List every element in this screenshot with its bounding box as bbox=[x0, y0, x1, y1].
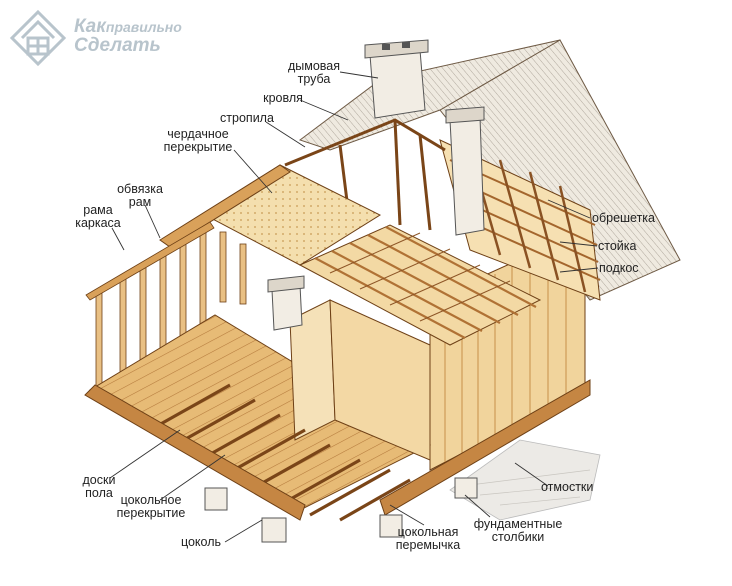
logo-text: Какправильно Сделать bbox=[74, 16, 182, 56]
interior-wall-right bbox=[329, 299, 431, 461]
floor-chimney bbox=[267, 275, 305, 331]
label-attic-floor-line2: перекрытие bbox=[163, 140, 233, 154]
chimney-main bbox=[364, 39, 429, 119]
label-floor-boards: доски пола bbox=[76, 474, 122, 500]
label-blind-area-line1: отмостки bbox=[541, 480, 594, 494]
label-roofing-line1: кровля bbox=[263, 91, 303, 105]
plinth-lintel bbox=[379, 379, 591, 516]
label-frame-binding-line1: обвязка bbox=[117, 182, 163, 196]
label-chimney-line2: труба bbox=[297, 72, 331, 86]
label-floor-boards-line2: пола bbox=[85, 486, 113, 500]
label-plinth-floor-line1: цокольное bbox=[120, 493, 182, 507]
label-frame-binding: обвязка рам bbox=[112, 183, 168, 209]
label-frame: рама каркаса bbox=[70, 204, 126, 230]
label-attic-floor: чердачное перекрытие bbox=[160, 128, 236, 154]
label-plinth-floor: цокольное перекрытие bbox=[112, 494, 190, 520]
chimney-second bbox=[445, 106, 485, 236]
label-plinth-lintel: цокольная перемычка bbox=[392, 526, 464, 552]
label-frame-line1: рама bbox=[83, 203, 113, 217]
label-chimney-line1: дымовая bbox=[287, 59, 341, 73]
foundation-pillars bbox=[204, 477, 478, 543]
logo-word-pravilno: правильно bbox=[105, 19, 182, 35]
label-rafters: стропила bbox=[218, 112, 276, 125]
label-post-line1: стойка bbox=[598, 239, 637, 253]
label-attic-floor-line1: чердачное bbox=[167, 127, 229, 141]
label-frame-line2: каркаса bbox=[75, 216, 121, 230]
ground-blind-area bbox=[449, 439, 601, 521]
label-lathing-line1: обрешетка bbox=[592, 211, 656, 225]
label-plinth-lintel-line1: цокольная bbox=[397, 525, 459, 539]
house-logo-icon bbox=[9, 9, 67, 67]
label-plinth-floor-line2: перекрытие bbox=[116, 506, 186, 520]
label-chimney: дымовая труба bbox=[286, 60, 342, 86]
label-plinth-line1: цоколь bbox=[180, 535, 222, 549]
label-frame-binding-line2: рам bbox=[128, 195, 152, 209]
label-lathing: обрешетка bbox=[592, 212, 672, 225]
label-plinth: цоколь bbox=[176, 536, 226, 549]
blind-area-texture bbox=[469, 469, 591, 506]
ceiling-joists bbox=[314, 226, 537, 339]
logo-word-kak: Как bbox=[74, 16, 106, 37]
left-frame-top-bar bbox=[85, 221, 215, 301]
leader-lines bbox=[109, 71, 599, 543]
logo-word-sdelat: Сделать bbox=[74, 35, 161, 56]
label-brace: подкос bbox=[599, 262, 659, 275]
label-post: стойка bbox=[598, 240, 658, 253]
label-rafters-line1: стропила bbox=[220, 111, 274, 125]
label-roofing: кровля bbox=[260, 92, 306, 105]
plinth-beam bbox=[84, 384, 306, 521]
label-floor-boards-line1: доски bbox=[82, 473, 116, 487]
label-foundation-posts-line2: столбики bbox=[491, 530, 545, 544]
site-logo: Какправильно Сделать bbox=[8, 8, 218, 68]
label-blind-area: отмостки bbox=[541, 481, 607, 494]
label-foundation-posts-line1: фундаментные bbox=[473, 517, 563, 531]
label-foundation-posts: фундаментные столбики bbox=[472, 518, 564, 544]
ceiling-cross-bars bbox=[329, 232, 511, 322]
frame-top-plate bbox=[159, 164, 291, 248]
left-frame-studs bbox=[95, 227, 247, 393]
ceiling-joist-grid bbox=[298, 224, 542, 346]
label-brace-line1: подкос bbox=[599, 261, 639, 275]
label-plinth-lintel-line2: перемычка bbox=[395, 538, 461, 552]
